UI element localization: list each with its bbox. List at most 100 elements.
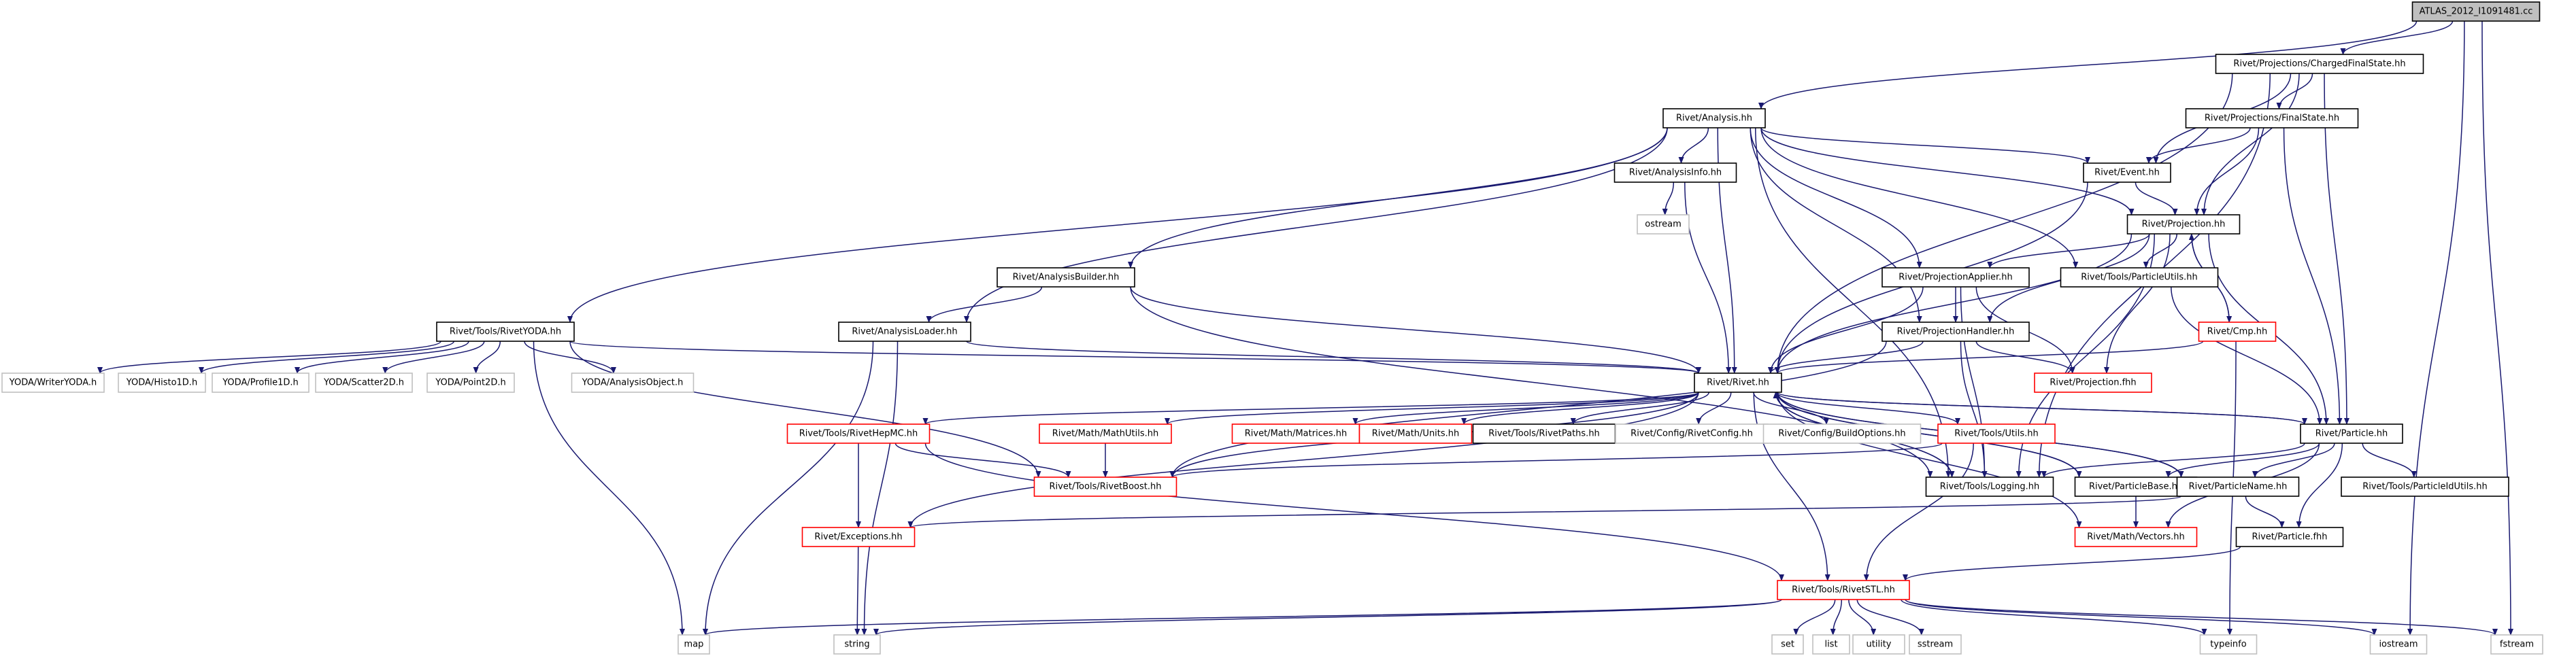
node-box [2074,527,2198,547]
node-root[interactable]: ATLAS_2012_I1091481.cc [2411,1,2541,22]
edge-particlefhh-to-rivetstl [1903,546,2241,581]
node-particlename[interactable]: Rivet/ParticleName.hh [2176,477,2300,497]
node-analysisbuilder[interactable]: Rivet/AnalysisBuilder.hh [997,267,1135,288]
edge-rivethh-to-matrices [1352,392,1699,425]
node-particleutils[interactable]: Rivet/Tools/ParticleUtils.hh [2060,267,2219,288]
node-label: Rivet/Tools/RivetPaths.hh [1488,429,1600,439]
node-particlefhh[interactable]: Rivet/Particle.fhh [2235,527,2344,547]
node-fstream: fstream [2490,634,2543,655]
edge-event-to-projection [2135,181,2178,215]
node-box [2185,108,2359,128]
node-label: ostream [1645,220,1682,230]
edge-toolsutils-to-rivetstl [1863,443,1974,581]
node-rivetyoda[interactable]: Rivet/Tools/RivetYODA.hh [436,322,575,342]
edge-chargedfs-to-finalstate [2276,73,2313,109]
node-label: YODA/Profile1D.h [222,378,299,388]
node-box [1762,423,1922,444]
edge-projapplier-to-rivethh [1768,286,1924,374]
node-label: Rivet/Tools/Utils.hh [1954,429,2038,439]
node-toolsutils[interactable]: Rivet/Tools/Utils.hh [1937,423,2056,444]
node-analysisloader[interactable]: Rivet/AnalysisLoader.hh [838,322,971,342]
node-box [1777,580,1910,600]
node-box [1039,423,1172,444]
node-logging[interactable]: Rivet/Tools/Logging.hh [1925,477,2054,497]
node-chargedfs[interactable]: Rivet/Projections/ChargedFinalState.hh [2215,54,2424,74]
node-scatter2d: YODA/Scatter2D.h [315,373,413,393]
node-projection[interactable]: Rivet/Projection.hh [2126,214,2241,235]
node-box [2199,634,2258,655]
edge-cmp-to-rivethh [1775,341,2204,374]
node-label: Rivet/Math/MathUtils.hh [1052,429,1158,439]
edge-rivetyoda-to-rivethh [569,341,1701,374]
edge-analysisbuilder-to-analysisloader [926,286,1043,323]
node-rivethepmc[interactable]: Rivet/Tools/RivetHepMC.hh [786,423,931,444]
node-rivetpaths[interactable]: Rivet/Tools/RivetPaths.hh [1472,423,1616,444]
node-label: Rivet/Tools/ParticleUtils.hh [2081,273,2197,283]
edge-analysis-to-particleutils [1760,127,2079,269]
node-label: map [684,640,704,650]
node-label: Rivet/Config/RivetConfig.hh [1630,429,1753,439]
node-label: YODA/Histo1D.h [126,378,197,388]
node-box [1771,634,1804,655]
node-projfhh[interactable]: Rivet/Projection.fhh [2034,373,2152,393]
node-box [1662,108,1766,128]
node-box [2490,634,2543,655]
node-label: Rivet/Tools/RivetBoost.hh [1050,482,1162,492]
edge-rivetyoda-to-analysisobject [524,341,616,374]
node-exceptions[interactable]: Rivet/Exceptions.hh [801,527,916,547]
node-box [1694,373,1782,393]
node-finalstate[interactable]: Rivet/Projections/FinalState.hh [2185,108,2359,128]
node-label: Rivet/Projections/FinalState.hh [2205,114,2339,124]
node-particleidutils[interactable]: Rivet/Tools/ParticleIdUtils.hh [2341,477,2509,497]
node-label: Rivet/ParticleBase.hh [2089,482,2183,492]
node-vectors[interactable]: Rivet/Math/Vectors.hh [2074,527,2198,547]
node-box [786,423,931,444]
edge-rivetstl-to-map [703,599,1782,636]
node-analysisobject: YODA/AnalysisObject.h [571,373,695,393]
node-point2d: YODA/Point2D.h [426,373,515,393]
node-list: list [1812,634,1850,655]
node-cmp[interactable]: Rivet/Cmp.hh [2198,322,2277,342]
node-box [1937,423,2056,444]
edge-rivetstl-to-string [873,599,1782,636]
node-label: YODA/Scatter2D.h [323,378,404,388]
edge-root-to-analysis [1758,20,2418,109]
node-particlehh[interactable]: Rivet/Particle.hh [2300,423,2403,444]
node-writeryoda: YODA/WriterYODA.h [1,373,105,393]
node-string: string [833,634,881,655]
node-box [1852,634,1905,655]
edge-rivetyoda-to-histo1d [199,341,454,374]
node-mathutils[interactable]: Rivet/Math/MathUtils.hh [1039,423,1172,444]
node-event[interactable]: Rivet/Event.hh [2083,162,2171,183]
edge-analysisloader-to-rivethh [966,341,1701,374]
node-projhandler[interactable]: Rivet/ProjectionHandler.hh [1881,322,2030,342]
node-label: Rivet/ProjectionApplier.hh [1898,273,2012,283]
node-box [1613,162,1737,183]
node-label: Rivet/Analysis.hh [1676,114,1752,124]
edge-analysis-to-event [1760,127,2090,164]
edge-finalstate-to-particlehh [2283,127,2343,425]
node-box [1925,477,2054,497]
edge-analysisinfo-to-ostream [1662,181,1675,215]
node-units[interactable]: Rivet/Math/Units.hh [1358,423,1473,444]
edge-chargedfs-to-particlehh [2324,73,2349,425]
node-projapplier[interactable]: Rivet/ProjectionApplier.hh [1881,267,2030,288]
edge-chargedfs-to-projection [2201,73,2300,215]
node-matrices[interactable]: Rivet/Math/Matrices.hh [1231,423,1360,444]
node-rivetboost[interactable]: Rivet/Tools/RivetBoost.hh [1033,477,1177,497]
node-box [2369,634,2428,655]
node-rivethh[interactable]: Rivet/Rivet.hh [1694,373,1782,393]
node-typeinfo: typeinfo [2199,634,2258,655]
node-label: iostream [2379,640,2418,650]
edge-analysis-to-projapplier [1750,127,1922,269]
edge-particlehh-to-rivethh [1775,392,2305,425]
node-label: Rivet/Projections/ChargedFinalState.hh [2233,59,2405,69]
node-analysisinfo[interactable]: Rivet/AnalysisInfo.hh [1613,162,1737,183]
node-analysis[interactable]: Rivet/Analysis.hh [1662,108,1766,128]
edge-particlehh-to-particlename [2252,443,2335,478]
node-box [436,322,575,342]
edge-particlehh-to-logging [2041,443,2305,478]
edge-rivethh-to-rivetconfig [1696,392,1732,425]
node-rivetstl[interactable]: Rivet/Tools/RivetSTL.hh [1777,580,1910,600]
